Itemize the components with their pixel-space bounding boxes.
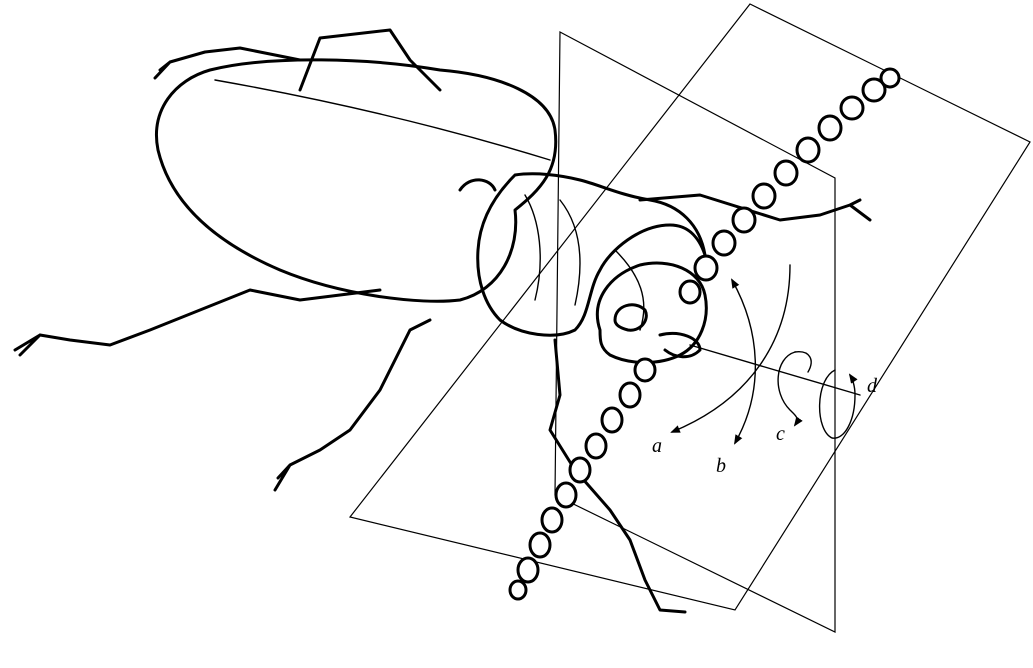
eye bbox=[615, 305, 646, 330]
mid-leg bbox=[275, 320, 430, 490]
arrow-c-back bbox=[795, 352, 811, 372]
elytra bbox=[157, 60, 556, 301]
pronotum-detail bbox=[525, 195, 644, 330]
hind-leg-lower bbox=[15, 290, 380, 355]
elytra-suture bbox=[215, 80, 550, 160]
label-d: d bbox=[867, 375, 878, 397]
plane-vertical bbox=[555, 32, 835, 632]
reference-planes bbox=[350, 4, 1030, 632]
antenna-lower bbox=[510, 359, 655, 599]
hind-leg-upper-tarsus bbox=[155, 48, 300, 78]
plane-horizontal bbox=[350, 4, 1030, 610]
head bbox=[597, 263, 706, 362]
label-a: a bbox=[652, 435, 662, 457]
beetle bbox=[15, 30, 870, 612]
label-b: b bbox=[716, 455, 726, 477]
arrow-c bbox=[778, 352, 797, 425]
elytra-shoulder bbox=[460, 180, 495, 190]
label-c: c bbox=[776, 423, 785, 445]
